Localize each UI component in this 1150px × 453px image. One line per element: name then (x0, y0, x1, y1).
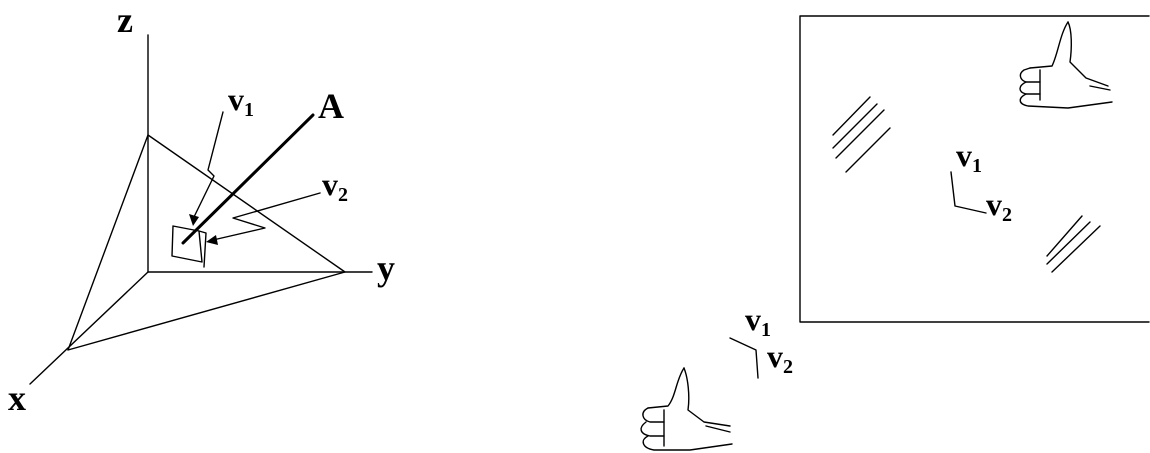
left-v2-label: v2 (322, 166, 348, 206)
view-ray-to-A (181, 113, 315, 245)
screen-v2-label: v2 (986, 186, 1012, 226)
user-hand-group: v1 v2 (640, 301, 793, 451)
patch-square (171, 225, 203, 263)
plane-triangle (67, 134, 346, 351)
thumbs-up-hand (640, 367, 733, 451)
glare-marks-lower (1046, 215, 1101, 273)
patch-edge (198, 230, 207, 268)
surface-patch (171, 225, 207, 268)
screen-thumbs-up-hand (1019, 21, 1113, 109)
hand-v1-label: v1 (745, 301, 771, 341)
x-axis (29, 271, 149, 385)
x-axis-label: x (8, 378, 26, 418)
screen-frame (799, 15, 1150, 323)
coordinate-frame (29, 34, 373, 385)
glare-marks-upper (832, 96, 891, 173)
v2-arrowhead (206, 235, 218, 245)
screen-v1-label: v1 (956, 137, 982, 177)
hand-vector-glyph (729, 337, 759, 379)
point-A-label: A (318, 86, 344, 126)
left-v1-label: v1 (228, 81, 254, 121)
z-axis-label: z (117, 0, 133, 40)
v2-callout-line (212, 192, 321, 241)
v1-callout-line (192, 111, 224, 220)
hand-v2-label: v2 (767, 338, 793, 378)
v1-arrowhead (189, 214, 199, 226)
y-axis-label: y (377, 248, 395, 288)
display-screen: v1 v2 (799, 15, 1150, 323)
screen-vector-glyph (950, 171, 987, 214)
